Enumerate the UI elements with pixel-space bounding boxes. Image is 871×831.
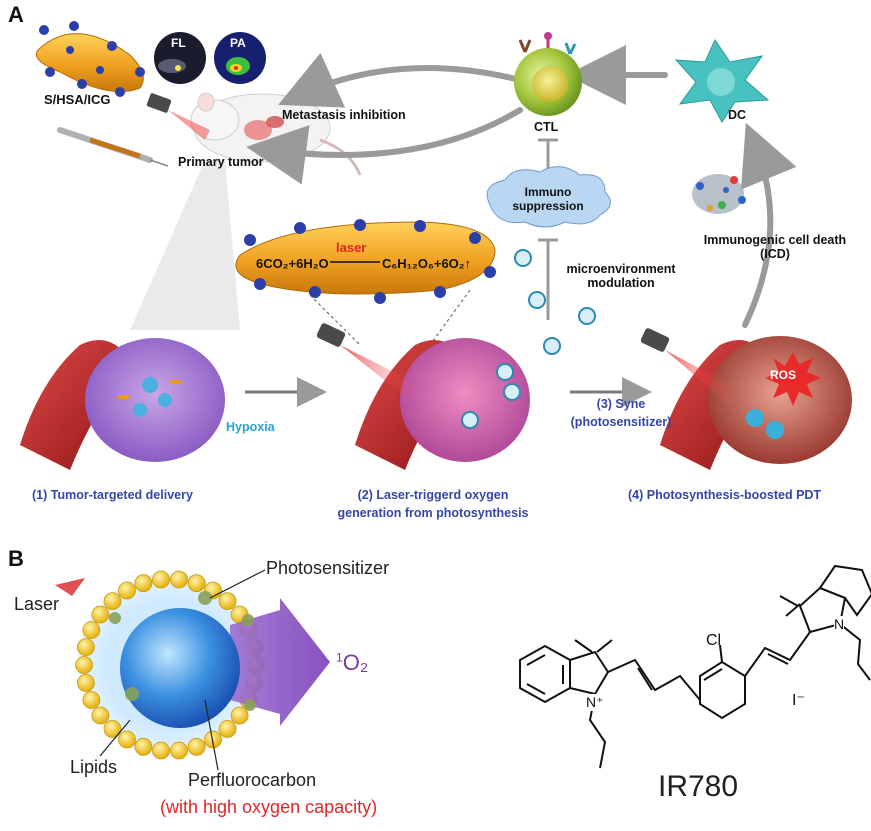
lipid-bead bbox=[77, 674, 95, 692]
fl-image bbox=[154, 32, 206, 84]
capacity-text: with high oxygen capacity bbox=[166, 797, 372, 817]
equation-laser-label: laser bbox=[336, 240, 367, 255]
pa-image bbox=[214, 32, 266, 84]
lipid-bead bbox=[91, 706, 110, 725]
lipid-bead bbox=[134, 574, 153, 593]
capacity-close: ) bbox=[371, 797, 378, 817]
ir780-n-plus: N⁺ bbox=[586, 694, 604, 711]
bacterium-equation bbox=[235, 219, 496, 346]
ctl-cell bbox=[514, 32, 582, 116]
photosensitizer-label: Photosensitizer bbox=[266, 558, 390, 578]
primary-tumor-label: Primary tumor bbox=[178, 155, 264, 169]
microenvironment-label: microenvironment modulation bbox=[556, 262, 686, 290]
step-2-line-1: (2) Laser-triggerd oxygen bbox=[357, 488, 509, 502]
ir780-structure bbox=[519, 564, 871, 769]
step-3-line-2: (photosensitizer) bbox=[570, 415, 672, 429]
tumor-stage-1 bbox=[20, 338, 225, 470]
icd-line-1: Immunogenic cell death bbox=[703, 233, 847, 247]
immuno-line-1: Immuno bbox=[524, 185, 572, 199]
step-3-label: (3) Syne (photosensitizer) bbox=[566, 397, 676, 429]
singlet-oxygen-text: O₂ bbox=[342, 650, 369, 675]
syringe-illustration bbox=[57, 127, 169, 167]
ctl-label: CTL bbox=[534, 120, 559, 134]
lipids-label: Lipids bbox=[70, 757, 118, 777]
lipid-bead bbox=[187, 737, 206, 756]
lipid-bead bbox=[103, 592, 122, 610]
hypoxia-label: Hypoxia bbox=[226, 420, 275, 434]
leader-lines bbox=[99, 569, 266, 771]
ir780-cl: Cl bbox=[706, 632, 722, 649]
micro-line-2: modulation bbox=[587, 276, 655, 290]
step-4-label: (4) Photosynthesis-boosted PDT bbox=[628, 488, 822, 502]
immuno-suppression-label: Immuno suppression bbox=[508, 185, 588, 213]
zoom-cone bbox=[130, 160, 240, 330]
capacity-label: (with high oxygen capacity) bbox=[160, 797, 377, 818]
lipid-bead bbox=[75, 656, 93, 674]
lipid-bead bbox=[218, 720, 237, 738]
step-1-label: (1) Tumor-targeted delivery bbox=[32, 488, 193, 502]
dendritic-cell bbox=[674, 38, 770, 123]
perfluorocarbon-label: Perfluorocarbon bbox=[188, 770, 317, 790]
lipid-bead bbox=[82, 621, 101, 639]
lipid-bead bbox=[77, 638, 95, 656]
immuno-suppression-cloud bbox=[486, 166, 611, 228]
lipid-bead bbox=[170, 570, 188, 589]
ir780-iodide: I⁻ bbox=[792, 692, 805, 709]
tumor-stage-2 bbox=[316, 323, 530, 470]
lipid-bead bbox=[103, 720, 122, 738]
bacterium-top-left bbox=[35, 21, 145, 97]
lipid-bead bbox=[187, 574, 206, 593]
metastasis-label: Metastasis inhibition bbox=[282, 108, 406, 122]
lipid-bead bbox=[230, 706, 249, 725]
icd-debris bbox=[692, 174, 746, 214]
icd-line-2: (ICD) bbox=[760, 247, 790, 261]
lipid-bead bbox=[204, 730, 222, 749]
lipid-bead bbox=[170, 741, 188, 760]
immuno-line-2: suppression bbox=[512, 199, 584, 213]
icd-label: Immunogenic cell death (ICD) bbox=[680, 233, 870, 261]
oxygen-bubbles bbox=[514, 249, 596, 355]
lipid-bead bbox=[91, 605, 110, 624]
micro-line-1: microenvironment bbox=[566, 262, 676, 276]
panel-a-label: A bbox=[8, 2, 24, 27]
step-2-line-2: generation from photosynthesis bbox=[337, 506, 529, 520]
pa-label: PA bbox=[230, 36, 246, 50]
lipid-bead bbox=[118, 581, 136, 600]
equation-left: 6CO₂+6H₂O bbox=[256, 256, 329, 271]
laser-label: Laser bbox=[14, 594, 60, 614]
dc-label: DC bbox=[728, 108, 747, 122]
tumor-stage-3 bbox=[640, 328, 852, 470]
singlet-oxygen-label: 1O₂ bbox=[336, 650, 368, 676]
formulation-label: S/HSA/ICG bbox=[44, 92, 111, 107]
step-3-line-1: (3) Syne bbox=[596, 397, 646, 411]
singlet-oxygen-sup: 1 bbox=[336, 650, 343, 665]
lipid-bead bbox=[152, 741, 170, 760]
lipid-bead bbox=[134, 737, 153, 756]
capacity-open: ( bbox=[160, 797, 166, 817]
lipid-bead bbox=[82, 691, 101, 709]
ir780-n: N bbox=[834, 616, 845, 632]
laser-device-small bbox=[146, 93, 210, 140]
loop-arrows bbox=[246, 45, 797, 328]
lipid-bead bbox=[152, 570, 170, 589]
ir780-name: IR780 bbox=[658, 770, 739, 803]
step-2-label: (2) Laser-triggerd oxygen generation fro… bbox=[318, 488, 548, 520]
liposome bbox=[55, 570, 330, 760]
equation-right: C₆H₁₂O₆+6O₂↑ bbox=[382, 256, 472, 271]
fl-label: FL bbox=[171, 36, 186, 50]
ros-label: ROS bbox=[770, 368, 797, 382]
lipid-bead bbox=[118, 730, 136, 749]
lipid-bead bbox=[218, 592, 237, 610]
panel-b-label: B bbox=[8, 546, 24, 571]
